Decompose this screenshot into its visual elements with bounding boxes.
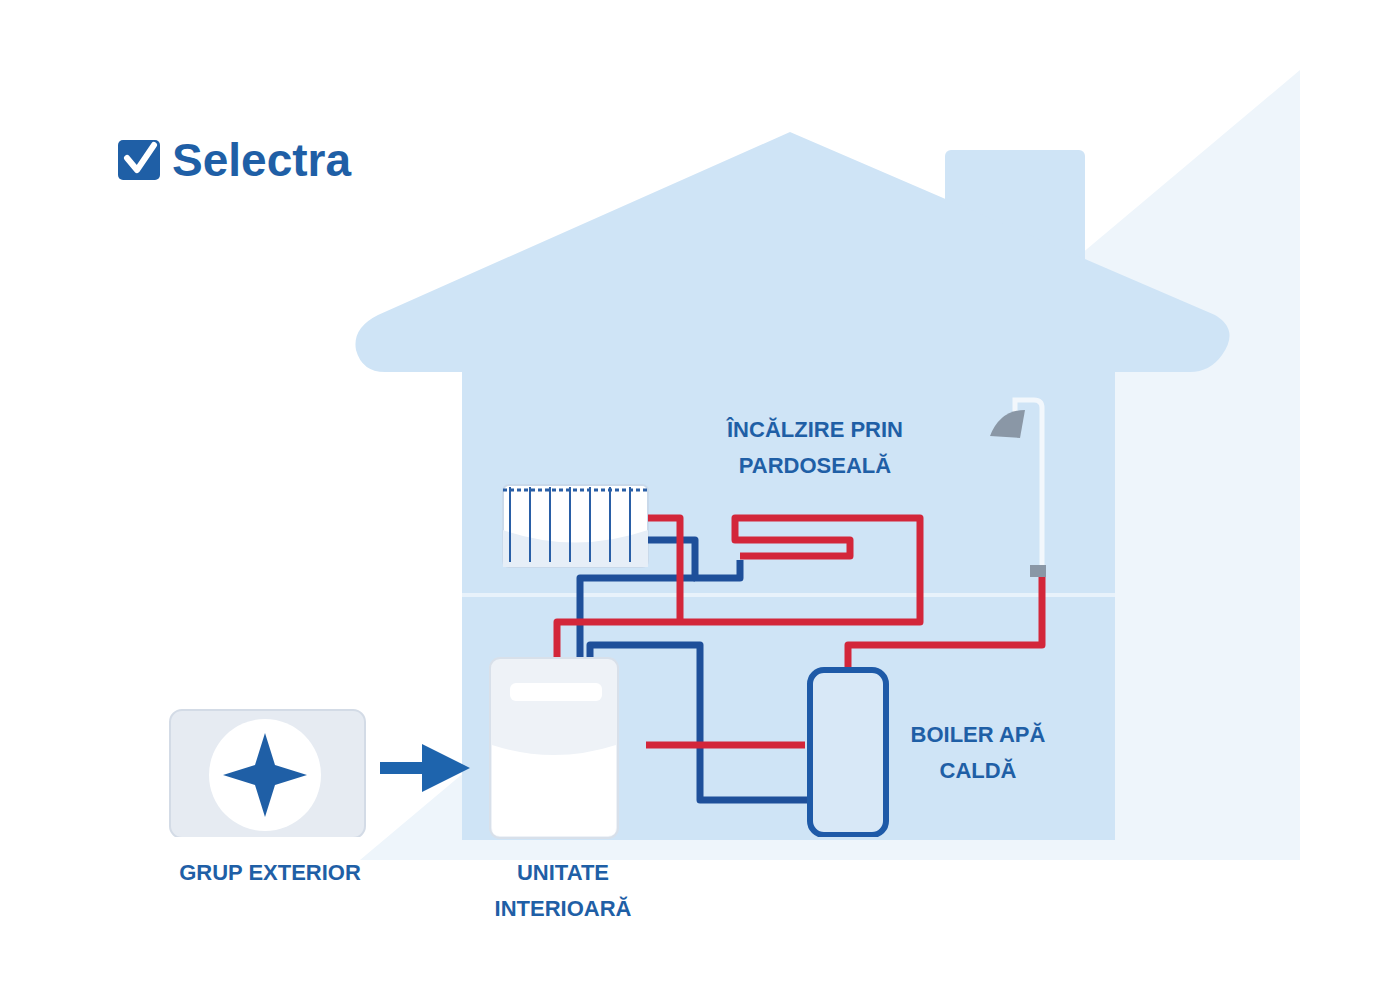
component-node: BOILER APĂ CALDĂ bbox=[805, 665, 1070, 837]
indoor-graphic bbox=[480, 655, 646, 840]
shower bbox=[990, 400, 1046, 577]
floor-line bbox=[462, 593, 1115, 597]
component-node: UNITATE INTERIOARĂ bbox=[480, 655, 646, 931]
component-label: BOILER APĂ CALDĂ bbox=[893, 717, 1063, 789]
boiler-graphic bbox=[805, 665, 1070, 837]
house bbox=[355, 132, 1229, 840]
brand-logo: Selectra bbox=[172, 132, 402, 188]
pipe bbox=[646, 742, 805, 749]
section-label: ÎNCĂLZIRE PRIN PARDOSEALĂ bbox=[690, 412, 940, 484]
radiator bbox=[503, 485, 648, 567]
component-label: GRUP EXTERIOR bbox=[160, 855, 380, 891]
outdoor-graphic bbox=[160, 705, 380, 837]
logo-icon bbox=[118, 140, 160, 180]
flow-arrow bbox=[380, 762, 446, 774]
component-node: GRUP EXTERIOR bbox=[160, 705, 380, 895]
component-label: UNITATE INTERIOARĂ bbox=[480, 855, 646, 927]
